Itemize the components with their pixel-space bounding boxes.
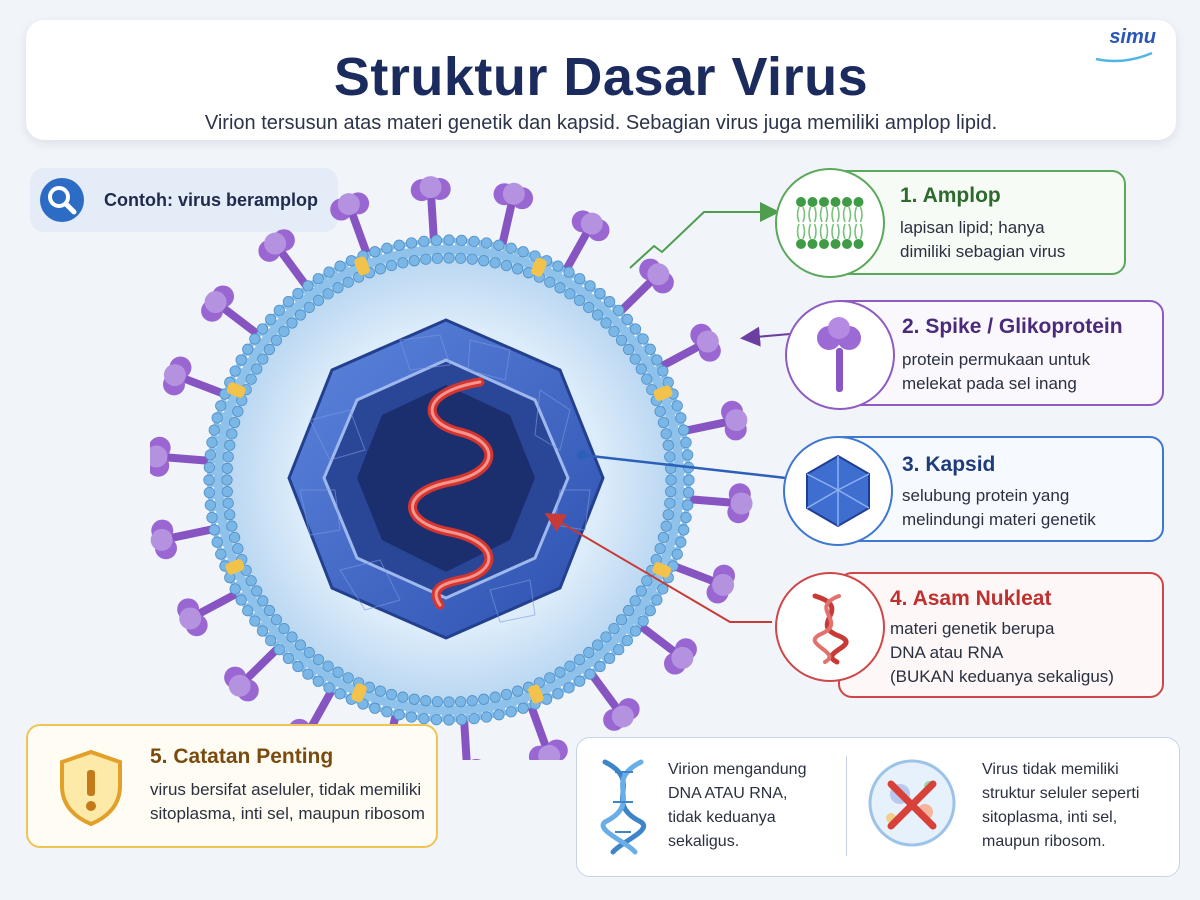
magnifier-icon xyxy=(40,178,84,222)
crossed-cell-icon xyxy=(868,759,956,847)
logo-swoosh-icon xyxy=(1095,51,1153,63)
dna-helix-icon xyxy=(775,572,885,682)
dna-icon xyxy=(600,759,647,855)
brand-logo: simu xyxy=(1109,26,1156,48)
lipid-bilayer xyxy=(203,234,695,726)
card-catatan-penting xyxy=(26,724,438,848)
virus-illustration xyxy=(150,176,753,760)
warning-shield-icon xyxy=(60,749,122,827)
card-asam-nukleat xyxy=(838,572,1164,698)
page-subtitle: Virion tersusun atas materi genetik dan … xyxy=(204,112,998,134)
spike-proteins xyxy=(150,176,753,760)
header-card: Struktur Dasar Virus Virion tersusun ata… xyxy=(26,20,1176,140)
facts-card xyxy=(576,737,1180,877)
catatan-title: 5. Catatan Penting xyxy=(150,745,334,768)
lipid-bilayer-icon xyxy=(775,168,885,278)
spike-title: 2. Spike / Glikoprotein xyxy=(902,315,1123,338)
example-tag: Contoh: virus beramplop xyxy=(30,168,338,232)
kapsid-title: 3. Kapsid xyxy=(902,453,996,476)
facts-divider xyxy=(846,756,847,856)
page-title: Struktur Dasar Virus xyxy=(333,47,869,107)
amplop-title: 1. Amplop xyxy=(900,184,1001,207)
spike-protein-icon xyxy=(785,300,895,410)
capsid-icon xyxy=(783,436,893,546)
asam-nukleat-title: 4. Asam Nukleat xyxy=(890,587,1052,610)
example-label: Contoh: virus beramplop xyxy=(104,190,319,210)
